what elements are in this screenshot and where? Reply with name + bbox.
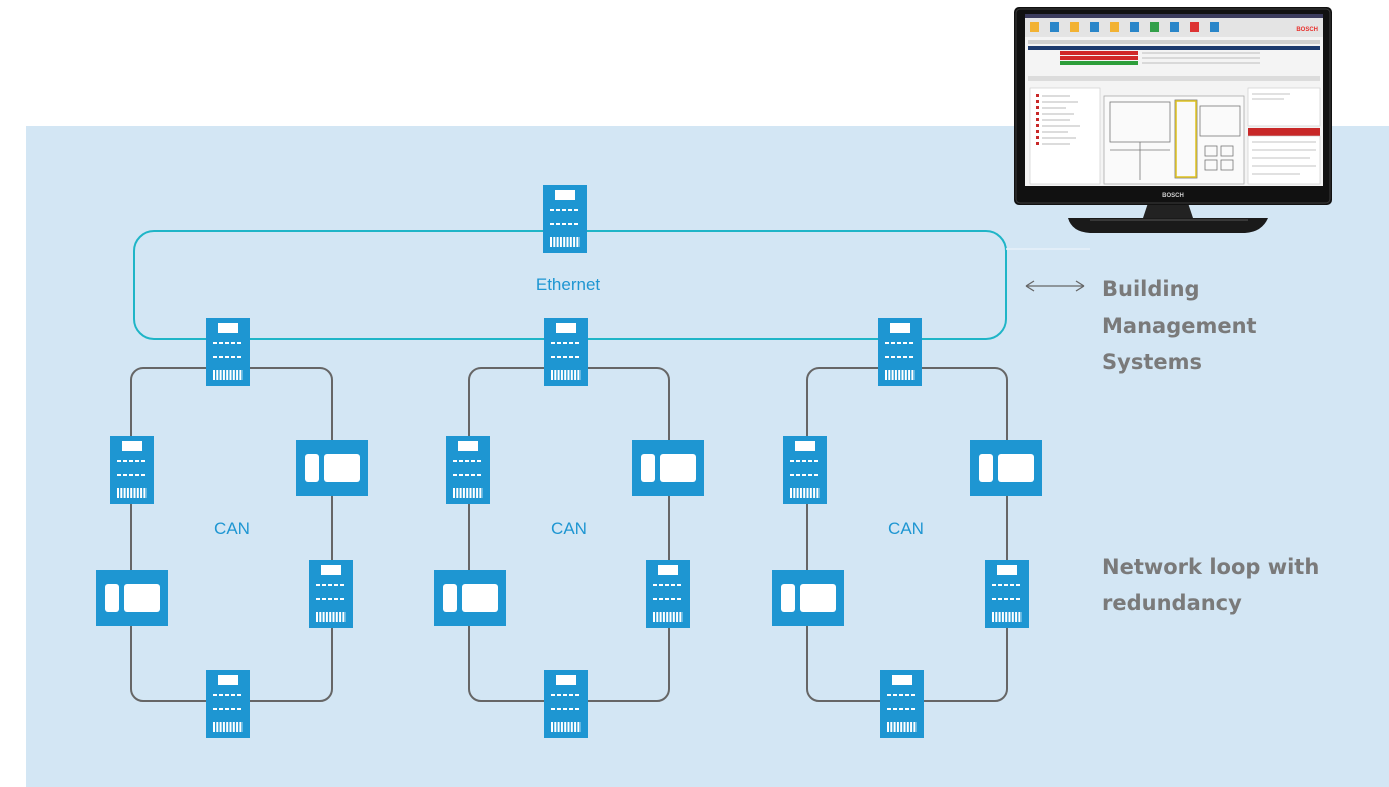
fire-panel-controller-icon (446, 436, 490, 504)
can-label-1: CAN (214, 519, 250, 538)
fire-panel-controller-icon (783, 436, 827, 504)
fire-panel-controller-icon (206, 318, 250, 386)
bms-label-line-3: Systems (1102, 350, 1202, 374)
fire-panel-controller-icon (543, 185, 587, 253)
remote-keypad-icon (296, 440, 368, 496)
remote-keypad-icon (970, 440, 1042, 496)
fire-panel-controller-icon (110, 436, 154, 504)
fire-panel-controller-icon (544, 318, 588, 386)
bms-label-line-1: Building (1102, 277, 1200, 301)
fire-panel-controller-icon (985, 560, 1029, 628)
monitor-bezel-brand: BOSCH (1162, 193, 1184, 199)
fire-panel-controller-icon (544, 670, 588, 738)
fire-panel-controller-icon (646, 560, 690, 628)
loop-label-line-2: redundancy (1102, 591, 1242, 615)
remote-keypad-icon (632, 440, 704, 496)
fire-panel-controller-icon (880, 670, 924, 738)
diagram-background-panel (26, 126, 1389, 787)
loop-label-line-1: Network loop with (1102, 555, 1319, 579)
remote-keypad-icon (434, 570, 506, 626)
bms-label-line-2: Management (1102, 314, 1257, 338)
remote-keypad-icon (96, 570, 168, 626)
remote-keypad-icon (772, 570, 844, 626)
can-label-3: CAN (888, 519, 924, 538)
fire-panel-controller-icon (206, 670, 250, 738)
monitor-workstation-icon: BOSCH BOSCH (1014, 7, 1332, 233)
monitor-screen-logo: BOSCH (1296, 27, 1318, 33)
ethernet-label: Ethernet (536, 275, 601, 294)
fire-panel-controller-icon (878, 318, 922, 386)
fire-panel-controller-icon (309, 560, 353, 628)
can-label-2: CAN (551, 519, 587, 538)
